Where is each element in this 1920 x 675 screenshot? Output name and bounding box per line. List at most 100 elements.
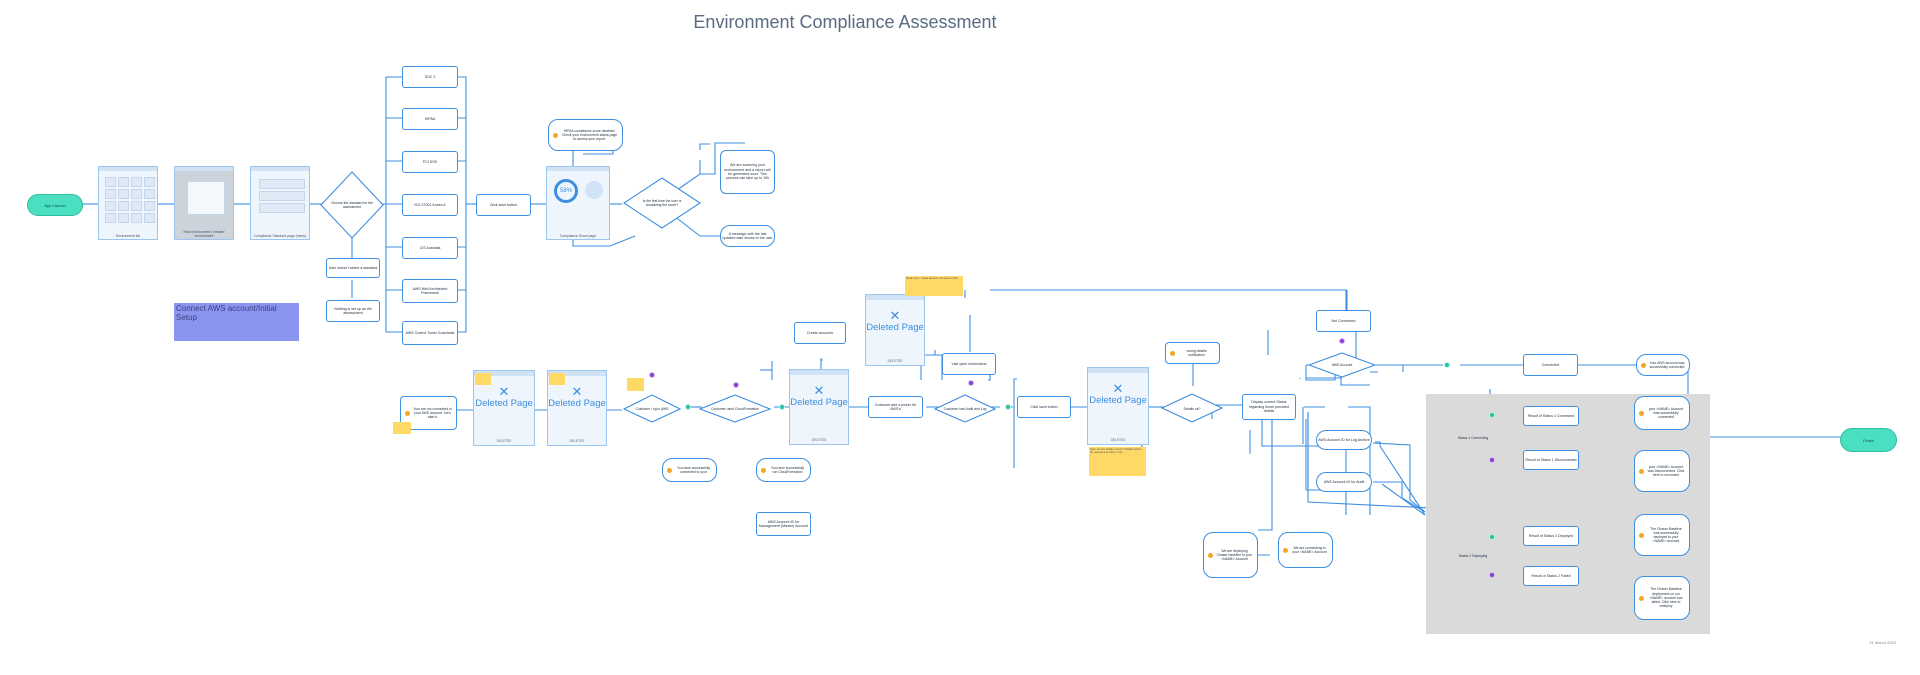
standard-aws-well-architected[interactable]: AWS Well Architected Framework	[402, 279, 458, 303]
end-terminal: Finish	[1840, 428, 1897, 452]
page-title: Environment Compliance Assessment	[693, 12, 997, 32]
standard-aws-control-tower[interactable]: AWS Control Tower Guardrails	[402, 321, 458, 345]
close-icon: ✕	[1112, 381, 1124, 396]
environment-list-screen: Environment list	[98, 166, 158, 240]
updated-message: A message with the last updated date sho…	[720, 225, 775, 247]
decision-status1: Status 1 Connecting	[1457, 435, 1489, 440]
close-icon: ✕	[571, 384, 583, 399]
connector-dot	[1489, 412, 1495, 418]
status2-failed-step: Result of Status 2 Failed	[1523, 566, 1579, 586]
scanning-message: We are scanning your environment and a r…	[720, 150, 775, 194]
start-terminal: App Launch	[27, 194, 83, 216]
warning-icon	[405, 410, 410, 416]
compliance-standard-screen: Compliance Standard page (menu)	[250, 166, 310, 240]
success-cf-message: You have successfully run CloudFormation	[756, 458, 811, 482]
not-connected-step: Not Connected	[1316, 310, 1371, 332]
sticky-note-bottom: Note: Are the details correct? Validate …	[1089, 447, 1146, 476]
warning-icon	[1639, 532, 1644, 538]
close-icon: ✕	[813, 383, 825, 398]
connector-dot	[1489, 534, 1495, 540]
click-save-button-step-2: Click save button	[1017, 396, 1071, 418]
connector-dot	[968, 380, 974, 386]
display-status-step: Display current Status regarding those p…	[1242, 394, 1296, 420]
decision-status2: Status 2 Deploying	[1458, 553, 1488, 558]
decision-choose-standard: Choose the standard for the assessment	[330, 200, 374, 209]
date-stamp: 21 March 2023	[1869, 640, 1896, 645]
warning-icon	[1639, 410, 1644, 416]
new-environment-screen: New Environment / created environment	[174, 166, 234, 240]
compliance-standard-caption: Compliance Standard page (menu)	[253, 234, 307, 238]
warning-icon	[1639, 595, 1644, 601]
account-connected-message: your <NAME> Account was successfully con…	[1634, 396, 1690, 430]
deployed-ok-message: The Chaser Baseline was successfully dep…	[1634, 514, 1690, 556]
standard-iso-27001[interactable]: ISO 27001 Annex A	[402, 194, 458, 216]
connector-dot	[733, 382, 739, 388]
warning-icon	[761, 467, 766, 473]
warning-icon	[1170, 350, 1175, 356]
connected-ok-message: Your AWS account was successfully connec…	[1636, 354, 1690, 376]
sticky-note-small	[393, 422, 411, 434]
decision-details: Details ok?	[1183, 406, 1201, 411]
status1-connected-step: Result of Status 1 Connected	[1523, 406, 1579, 426]
success-aws-message: You have successfully connected to your	[662, 458, 717, 482]
click-save-button-step: Click save button	[476, 194, 531, 216]
connector-dot	[1339, 338, 1345, 344]
decision-connect-aws: Customer l og in AWS	[635, 406, 669, 411]
deploying-message: We are deploying Chaser baseline to your…	[1203, 532, 1258, 578]
connector-dot	[779, 404, 785, 410]
connector-dot	[1444, 362, 1450, 368]
deploy-failed-message: The Chaser Baseline deployment on our <N…	[1634, 576, 1690, 620]
no-standard-step: User doesn't select a standard	[326, 258, 380, 278]
management-account-step: AWS Account ID for Management (Master) A…	[756, 512, 811, 536]
connector-dot	[1005, 404, 1011, 410]
connector-dot	[685, 404, 691, 410]
log-archive-account-input[interactable]: AWS Account ID for Log Archive	[1316, 430, 1372, 450]
score-gauge: 58%	[554, 179, 578, 203]
section-label: Connect AWS account/Initial Setup	[174, 303, 299, 341]
decision-audit-log: Customer has Audit and Log	[943, 406, 987, 411]
warning-icon	[553, 132, 558, 138]
decision-cloudformation: Customer used CloudFormation	[710, 406, 760, 411]
create-accounts-step: Create accounts	[794, 322, 846, 344]
warning-icon	[1208, 552, 1213, 558]
new-environment-caption: New Environment / created environment	[183, 230, 225, 238]
connector-dot	[649, 372, 655, 378]
nothing-set-step: Nothing is set up as the assessment	[326, 300, 380, 322]
warning-icon	[1283, 547, 1288, 553]
compliance-score-caption: Compliance Score page	[559, 234, 597, 238]
visit-instructions-step: Visit open instructions	[942, 353, 996, 375]
decision-aws-account: AWS Account	[1331, 362, 1353, 367]
warning-icon	[1641, 362, 1646, 368]
customer-enters-step: Customer add a power for AWS's	[868, 396, 923, 418]
connector-dot	[1489, 572, 1495, 578]
connected-step: Connected	[1523, 354, 1578, 376]
sticky-note-small	[627, 378, 644, 391]
compliance-score-screen: 58% Compliance Score page	[546, 166, 610, 240]
connector-dot	[1489, 457, 1495, 463]
account-disconnected-message: your <NAME> Account was Disconnected. Cl…	[1634, 450, 1690, 492]
warning-icon	[667, 467, 672, 473]
standard-cis-australia[interactable]: CIS Australia	[402, 237, 458, 259]
standard-hipaa[interactable]: HIPAA	[402, 108, 458, 130]
status2-deployed-step: Result of Status 2 Deployed	[1523, 526, 1579, 546]
standard-pci-dss[interactable]: PCI DSS	[402, 151, 458, 173]
pie-chart-icon	[585, 181, 603, 199]
decision-first-time: Is the first time the user is visualizin…	[642, 198, 682, 207]
status1-disconnected-step: Result of Status 1 Disconnected	[1523, 450, 1579, 470]
standard-soc2[interactable]: SOC 2	[402, 66, 458, 88]
close-icon: ✕	[498, 384, 510, 399]
hipaa-disabled-message: HIPAA compliance score disabled. Check y…	[548, 119, 623, 151]
sticky-note-top: Need more / create account / all account…	[905, 276, 963, 296]
wrong-details-message: wrong details notification	[1165, 342, 1220, 364]
connecting-message: We are connecting to your <NAME> Account	[1278, 532, 1333, 568]
close-icon: ✕	[889, 308, 901, 323]
warning-icon	[1639, 468, 1644, 474]
environment-list-caption: Environment list	[115, 234, 141, 238]
audit-account-input[interactable]: AWS Account ID for Audit	[1316, 472, 1372, 492]
